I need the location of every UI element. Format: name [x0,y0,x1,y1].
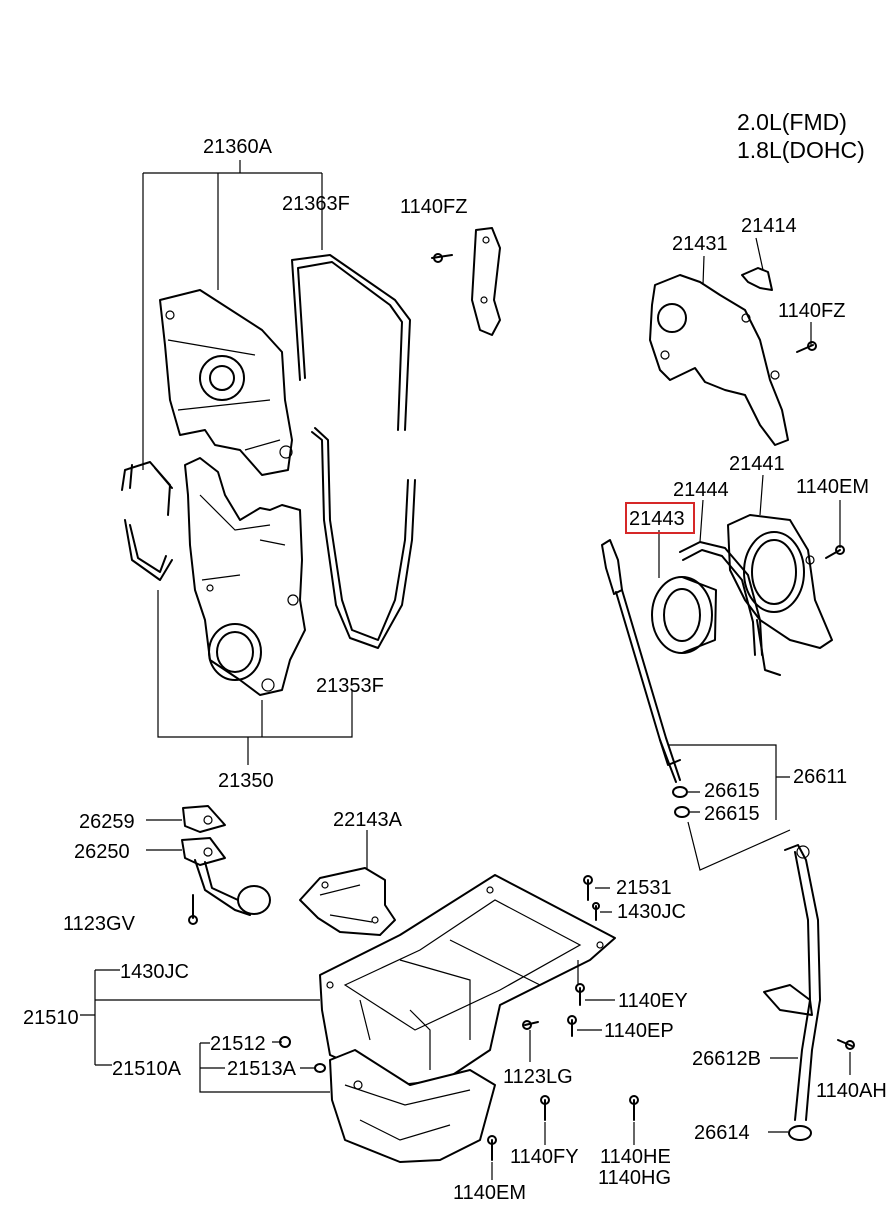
bolt-1140EM-upper [825,545,845,559]
label-21510A: 21510A [112,1058,182,1080]
label-1140HG: 1140HG [598,1167,671,1189]
label-1430JC-right: 1430JC [617,901,686,923]
label-21444: 21444 [673,479,729,501]
label-21360A: 21360A [203,136,273,158]
label-26614: 26614 [694,1122,750,1144]
gasket-26614 [788,1125,812,1141]
engine-label-1-8l: 1.8L(DOHC) [737,137,865,163]
gasket-21513A [314,1063,326,1073]
bolt-1140AH [837,1039,855,1050]
timing-cover-bracket-lines [142,160,353,765]
label-21350: 21350 [218,770,274,792]
cover-gaskets [121,461,173,581]
label-21510: 21510 [23,1007,79,1029]
bolt-leaders [529,887,615,1062]
upper-timing-cover [159,289,293,476]
lower-oil-pan-21510A [329,1049,496,1163]
label-22143A: 22143A [333,809,403,831]
label-1140EM-top: 1140EM [796,476,869,498]
gasket-21353F [311,427,416,649]
bolt-1140EM-lower [487,1135,497,1161]
label-21512: 21512 [210,1033,266,1055]
label-26615-a: 26615 [704,780,760,802]
label-21441: 21441 [729,453,785,475]
orings-26615 [672,786,690,818]
label-1430JC-left: 1430JC [120,961,189,983]
dipstick-leaders [668,744,790,820]
label-21431: 21431 [672,233,728,255]
label-1140FY: 1140FY [510,1146,579,1168]
oil-dipstick-26611 [601,539,681,783]
lower-bolt-leaders [491,1122,635,1180]
label-21443: 21443 [629,508,685,530]
lower-timing-cover [184,457,306,696]
dipstick-guide-link [687,821,791,871]
bolt-21531 [583,875,593,901]
label-1123LG: 1123LG [503,1066,573,1088]
bolt-1140EP [567,1015,577,1037]
bolt-1140FY [540,1095,550,1121]
rear-plate-21431 [649,274,789,446]
label-21414: 21414 [741,215,797,237]
oil-pan-bracket [80,969,320,1066]
bolt-1140EY [575,983,585,1006]
label-21513A: 21513A [227,1058,297,1080]
oil-strainer-26250 [181,837,271,916]
oil-seal-21443 [651,576,717,654]
label-1140FZ-top: 1140FZ [400,196,467,218]
label-26259: 26259 [79,811,135,833]
gasket-21363F [291,254,411,431]
rear-plate-leaders [702,237,812,345]
label-1140AH: 1140AH [816,1080,886,1102]
highlight-box-21443 [625,502,695,534]
bolt-1140HE [629,1095,639,1121]
label-21531: 21531 [616,877,672,899]
label-26612B: 26612B [692,1048,761,1070]
gasket-21444 [679,541,763,656]
label-21353F: 21353F [316,675,384,697]
plug-leaders [199,1041,330,1093]
bolt-1123GV [188,894,198,925]
seal-case-leaders [658,474,841,578]
label-1140EP: 1140EP [604,1020,674,1042]
label-26611: 26611 [793,766,847,788]
label-21363F: 21363F [282,193,350,215]
label-1140FZ-right: 1140FZ [778,300,845,322]
label-26250: 26250 [74,841,130,863]
strainer-gasket-26259 [182,805,226,833]
label-1140EM-bottom: 1140EM [453,1182,526,1204]
bolt-1123LG [522,1020,539,1030]
upper-oil-pan-21510 [319,874,616,1086]
engine-label-2-0l: 2.0L(FMD) [737,109,847,135]
part-number-labels: 21360A 21363F 1140FZ 21431 21414 1140FZ … [23,136,886,1204]
label-1140HE: 1140HE [600,1146,671,1168]
label-1123GV: 1123GV [63,913,136,935]
bracket-21414 [741,267,773,291]
bracket-1140FZ [431,227,501,336]
strainer-leaders [146,819,182,851]
bolt-1140FZ [796,341,817,353]
dipstick-tube-26612B [763,844,821,1121]
rear-oil-seal-case-21441 [727,514,833,676]
label-1140EY: 1140EY [618,990,688,1012]
baffle-22143A [299,867,396,936]
tube-leaders [768,1052,851,1133]
pin-1430JC [592,902,600,921]
label-26615-b: 26615 [704,803,760,825]
